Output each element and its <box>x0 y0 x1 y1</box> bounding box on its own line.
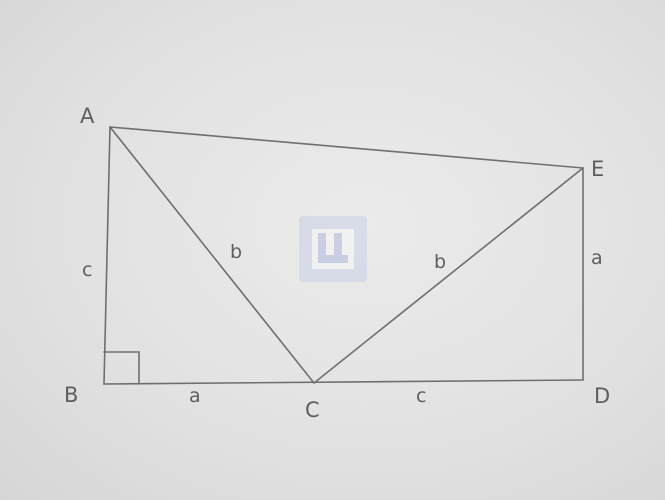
side-label-ed: a <box>591 247 603 269</box>
edge-ac <box>109 126 315 384</box>
vertex-label-c: C <box>305 398 320 422</box>
side-label-ab: c <box>82 259 92 281</box>
right-angle-marker <box>103 351 140 385</box>
side-label-ce: b <box>434 251 446 273</box>
edge-ae <box>109 126 584 169</box>
vertex-label-a: A <box>80 104 95 128</box>
edge-ce <box>313 167 584 384</box>
watermark-logo <box>299 216 367 282</box>
vertex-label-d: D <box>594 384 610 408</box>
vertex-label-e: E <box>591 157 604 181</box>
side-label-cd: c <box>416 385 426 407</box>
edge-ab <box>103 126 111 385</box>
edge-bd <box>103 379 584 385</box>
side-label-bc: a <box>189 385 201 407</box>
side-label-ac: b <box>230 241 242 263</box>
vertex-label-b: B <box>64 383 78 407</box>
